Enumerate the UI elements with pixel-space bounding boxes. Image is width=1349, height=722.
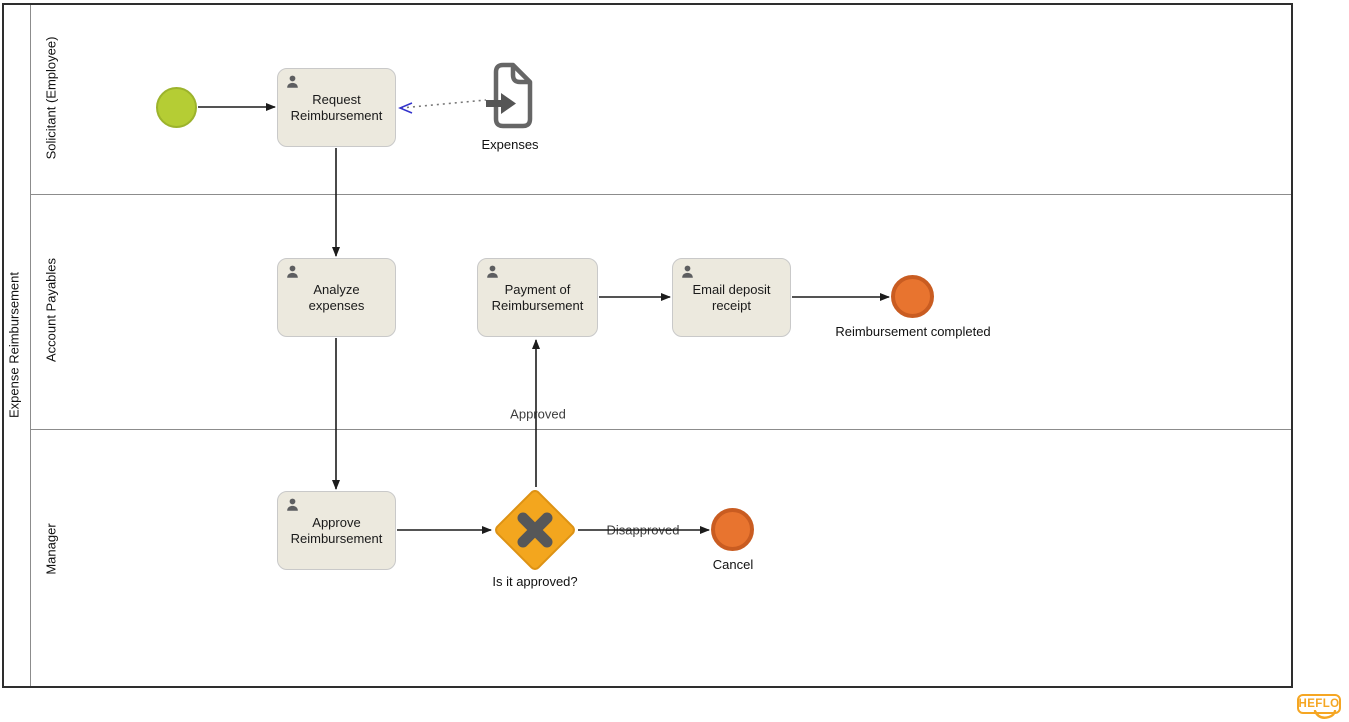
lane-divider-1: [30, 194, 1291, 195]
task-label: Email deposit receipt: [692, 281, 771, 313]
task-approve-reimbursement[interactable]: Approve Reimbursement: [277, 491, 396, 570]
data-object-expenses[interactable]: [484, 62, 536, 132]
flow-label-disapproved: Disapproved: [606, 522, 680, 538]
task-label: Request Reimbursement: [290, 91, 383, 123]
end-event-completed-label: Reimbursement completed: [835, 324, 991, 339]
person-icon: [287, 265, 298, 278]
heflo-logo[interactable]: HEFLO: [1297, 694, 1341, 714]
pool-expense-reimbursement: [2, 3, 1293, 688]
pool-label: Expense Reimbursement: [6, 272, 22, 418]
start-event[interactable]: [156, 87, 197, 128]
person-icon: [287, 75, 298, 88]
task-email-deposit-receipt[interactable]: Email deposit receipt: [672, 258, 791, 337]
lane-divider-2: [30, 429, 1291, 430]
person-icon: [487, 265, 498, 278]
task-request-reimbursement[interactable]: Request Reimbursement: [277, 68, 396, 147]
data-object-label: Expenses: [481, 137, 539, 152]
end-event-cancel-label: Cancel: [712, 557, 754, 572]
task-label: Payment of Reimbursement: [491, 281, 584, 313]
lane-label-manager: Manager: [43, 523, 59, 575]
person-icon: [287, 498, 298, 511]
gateway-label: Is it approved?: [492, 574, 578, 589]
person-icon: [682, 265, 693, 278]
task-analyze-expenses[interactable]: Analyze expenses: [277, 258, 396, 337]
task-label: Analyze expenses: [308, 281, 365, 313]
lane-label-solicitant: Solicitant (Employee): [43, 36, 59, 160]
flow-label-approved: Approved: [510, 406, 566, 422]
task-payment-of-reimbursement[interactable]: Payment of Reimbursement: [477, 258, 598, 337]
lane-label-account-payables: Account Payables: [43, 257, 59, 363]
document-input-icon: [486, 62, 533, 129]
pool-header-divider: [30, 5, 31, 686]
heflo-logo-text: HEFLO: [1298, 698, 1340, 710]
heflo-smile-icon: [1313, 710, 1337, 719]
end-event-cancel[interactable]: [711, 508, 754, 551]
end-event-completed[interactable]: [891, 275, 934, 318]
task-label: Approve Reimbursement: [290, 514, 383, 546]
